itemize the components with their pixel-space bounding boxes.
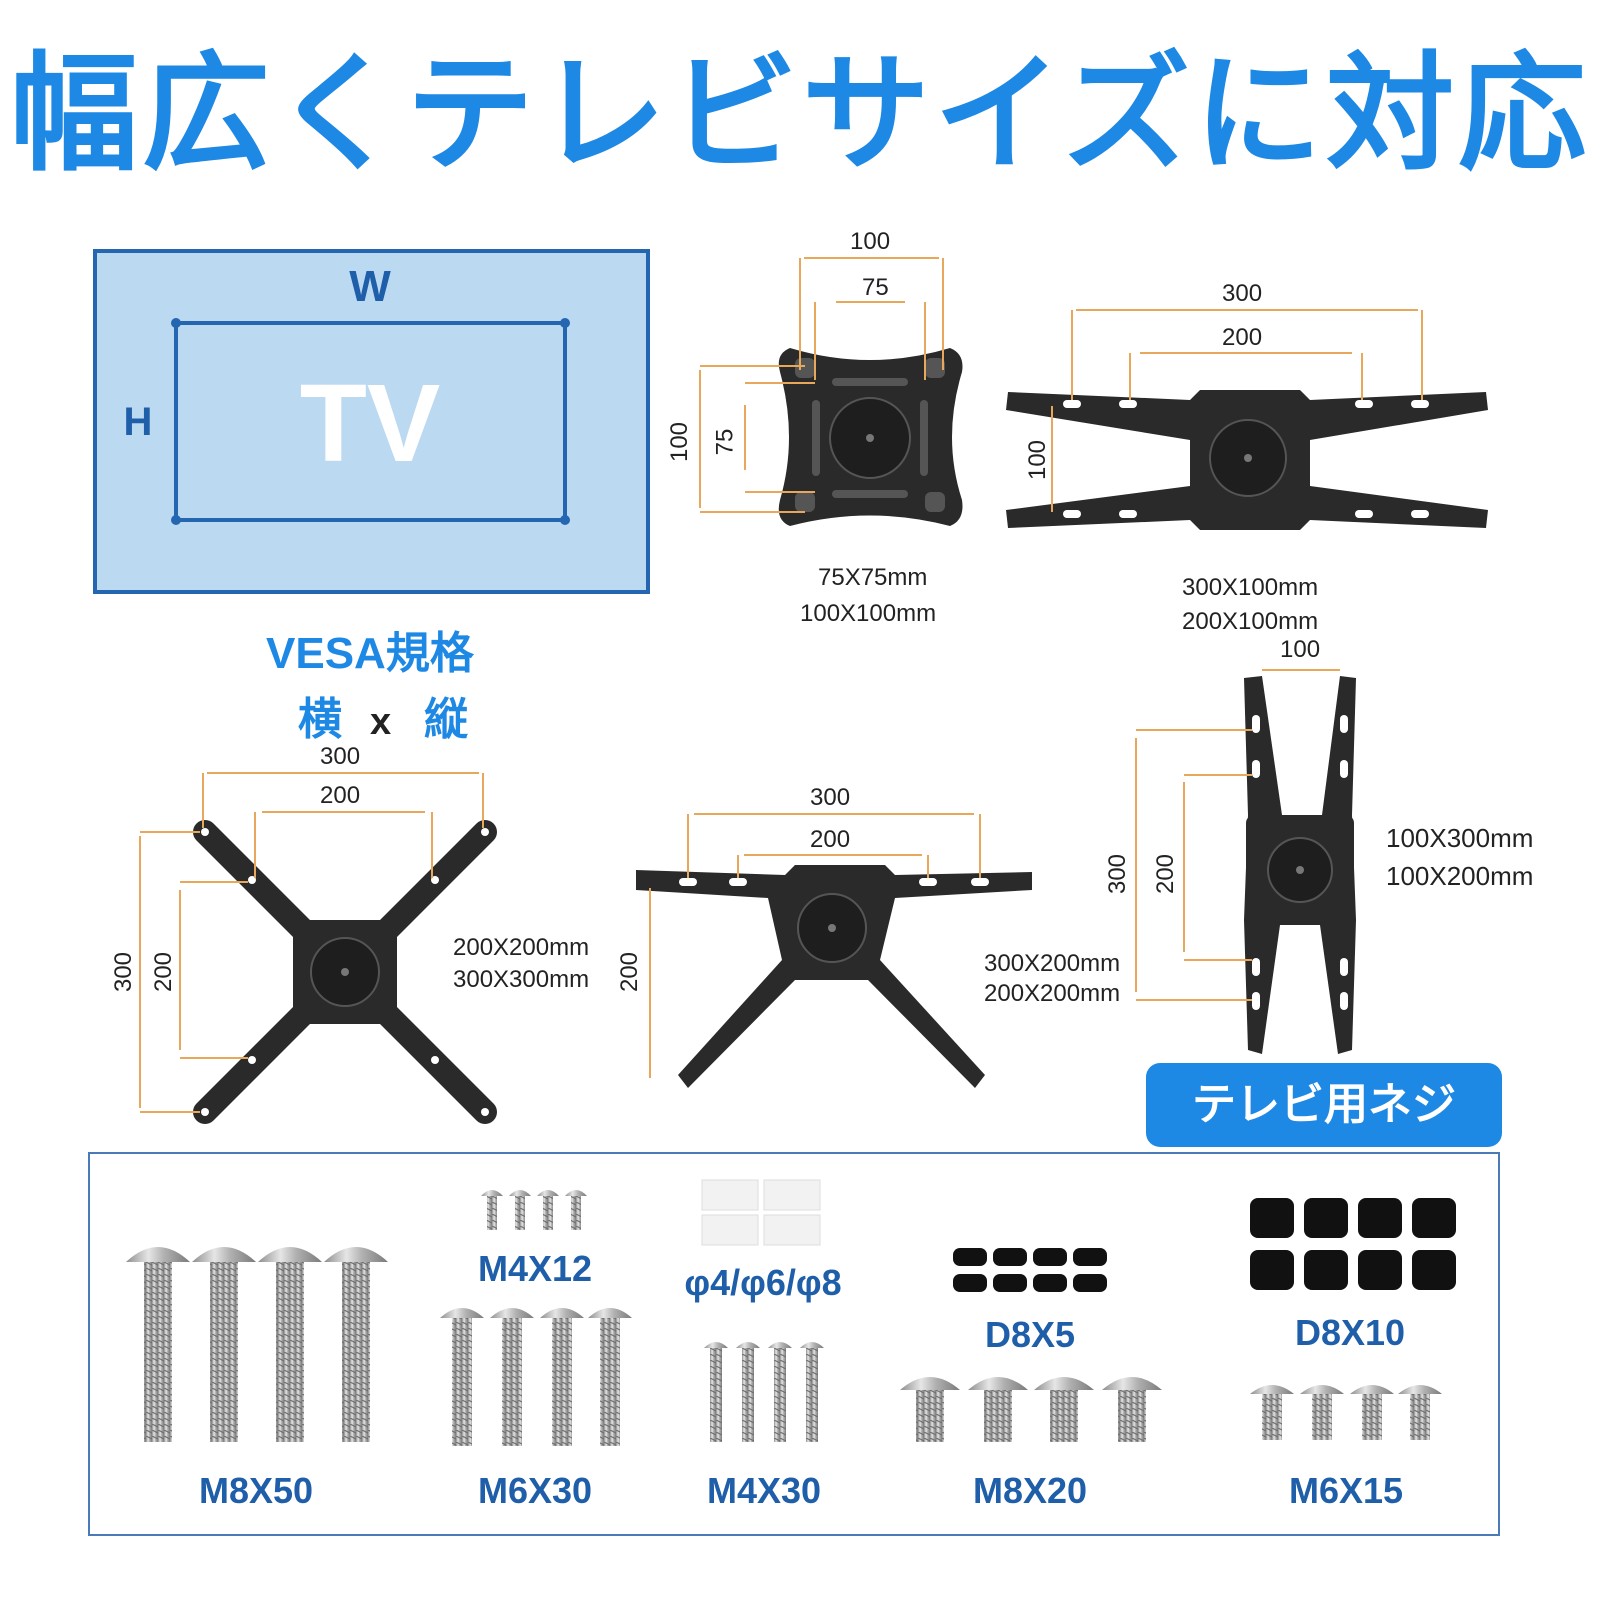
dim-label: 300 bbox=[320, 743, 361, 770]
spacers-d8x5 bbox=[953, 1248, 1107, 1292]
screws-m4x12 bbox=[481, 1190, 587, 1230]
bracket-100x300-vertical bbox=[1244, 676, 1356, 1054]
vesa-corner-dot bbox=[171, 318, 181, 328]
bracket4-dimensions bbox=[649, 813, 981, 1078]
dim-label: 100 bbox=[1024, 439, 1052, 481]
bracket1-spec: 75X75mm bbox=[818, 564, 928, 591]
tv-width-label: W bbox=[349, 262, 391, 311]
bracket4-spec: 300X200mm bbox=[984, 950, 1121, 977]
vesa-title: VESA規格 bbox=[266, 629, 474, 678]
bracket-300x100 bbox=[1006, 390, 1488, 530]
tv-outer-frame bbox=[93, 249, 650, 594]
screw-label-m6x15: M6X15 bbox=[1288, 1470, 1404, 1511]
bracket5-spec: 100X300mm bbox=[1386, 823, 1534, 853]
vesa-corner-dot bbox=[560, 515, 570, 525]
screws-m8x20 bbox=[900, 1377, 1162, 1442]
screws-m6x15 bbox=[1250, 1385, 1442, 1440]
spacer-label-d8x5: D8X5 bbox=[984, 1314, 1076, 1355]
screw-label-m4x30: M4X30 bbox=[706, 1470, 822, 1511]
bracket2-dimensions bbox=[1051, 309, 1423, 512]
dim-label: 300 bbox=[110, 951, 138, 993]
spacers-white bbox=[701, 1179, 821, 1246]
dim-label: 75 bbox=[862, 274, 889, 301]
bracket2-spec: 200X100mm bbox=[1182, 608, 1319, 635]
spacer-label-d8x10: D8X10 bbox=[1294, 1312, 1406, 1353]
dim-label: 100 bbox=[666, 421, 694, 463]
screw-label-m8x50: M8X50 bbox=[198, 1470, 314, 1511]
bracket3-dimensions bbox=[139, 772, 484, 1113]
vesa-x: x bbox=[370, 701, 392, 743]
dim-label: 300 bbox=[1222, 280, 1263, 307]
page-title: 幅広くテレビサイズに対応 bbox=[9, 40, 1591, 189]
dim-label: 200 bbox=[150, 951, 178, 993]
bracket-75-100 bbox=[778, 348, 963, 526]
screw-label-m6x30: M6X30 bbox=[477, 1470, 593, 1511]
bracket-300x200-wide bbox=[636, 865, 1032, 1088]
bracket1-dimensions bbox=[699, 257, 944, 513]
tv-height-label: H bbox=[123, 400, 153, 444]
vesa-corner-dot bbox=[171, 515, 181, 525]
vesa-horizontal: 横 bbox=[298, 695, 342, 744]
spacers-d8x10 bbox=[1250, 1198, 1456, 1290]
tv-label: TV bbox=[299, 362, 441, 485]
bracket3-spec: 300X300mm bbox=[453, 966, 590, 993]
dim-label: 300 bbox=[810, 784, 851, 811]
tv-screws-badge: テレビ用ネジ bbox=[1146, 1063, 1502, 1147]
vesa-corner-dot bbox=[560, 318, 570, 328]
dim-label: 200 bbox=[616, 951, 644, 993]
tv-vesa-rect bbox=[174, 321, 567, 522]
dim-label: 200 bbox=[1152, 853, 1180, 895]
dim-label: 200 bbox=[1222, 324, 1263, 351]
bracket2-spec: 300X100mm bbox=[1182, 574, 1319, 601]
spacer-label-diameters: φ4/φ6/φ8 bbox=[684, 1262, 842, 1303]
dim-label: 100 bbox=[850, 228, 891, 255]
screw-label-m4x12: M4X12 bbox=[477, 1248, 593, 1289]
dim-label: 75 bbox=[711, 428, 739, 456]
dim-label: 200 bbox=[320, 782, 361, 809]
bracket3-spec: 200X200mm bbox=[453, 934, 590, 961]
bracket5-spec: 100X200mm bbox=[1386, 861, 1534, 891]
screws-m4x30 bbox=[704, 1342, 824, 1442]
vesa-vertical: 縦 bbox=[424, 695, 468, 744]
dim-label: 100 bbox=[1280, 636, 1321, 663]
bracket5-dimensions bbox=[1135, 669, 1340, 1001]
screws-m6x30 bbox=[440, 1308, 632, 1446]
tv-illustration bbox=[93, 249, 650, 594]
bracket-200x300-x bbox=[193, 820, 497, 1124]
screw-label-m8x20: M8X20 bbox=[972, 1470, 1088, 1511]
dim-label: 300 bbox=[1104, 853, 1132, 895]
screws-m8x50 bbox=[126, 1247, 388, 1442]
screws-panel bbox=[88, 1152, 1500, 1536]
dim-label: 200 bbox=[810, 826, 851, 853]
bracket4-spec: 200X200mm bbox=[984, 980, 1121, 1007]
bracket1-spec: 100X100mm bbox=[800, 600, 937, 627]
